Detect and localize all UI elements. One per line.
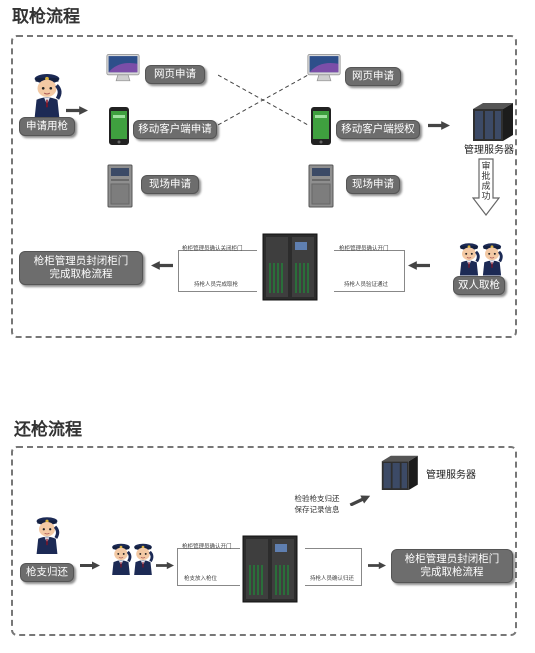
web-apply-left: 网页申请	[145, 65, 205, 84]
police-officer-icon	[478, 240, 506, 276]
mobile-auth-right: 移动客户端授权	[336, 120, 420, 139]
arrow-right-icon	[368, 561, 386, 570]
imac-icon	[307, 53, 341, 83]
verify-box: 检验枪支归还 保存记录信息	[289, 493, 345, 515]
return-note-right-bottom: 持枪人员确认归还	[310, 576, 355, 582]
down-arrow-icon	[472, 158, 500, 216]
gun-cabinet-icon	[262, 233, 318, 301]
kiosk-icon	[107, 164, 133, 208]
return-server-label: 管理服务器	[426, 470, 476, 481]
kiosk-icon	[308, 164, 334, 208]
return-close-line2: 完成取枪流程	[420, 566, 484, 578]
close-cabinet-box: 枪柜管理员封闭柜门 完成取枪流程	[19, 251, 143, 285]
note-right-top: 枪柜管理员确认开门	[339, 246, 389, 252]
cross-connector	[218, 74, 308, 126]
left-note-bracket	[178, 250, 257, 292]
note-right-bottom: 持枪人员验证通过	[344, 282, 389, 288]
note-left-bottom: 持枪人员完成取枪	[194, 282, 239, 288]
return-title: 还枪流程	[14, 420, 82, 439]
return-gun-label: 枪支归还	[20, 563, 74, 582]
right-note-bracket	[334, 250, 405, 292]
mobile-apply-left: 移动客户端申请	[133, 120, 217, 139]
apply-gun-label: 申请用枪	[19, 117, 75, 136]
arrow-right-icon	[66, 106, 88, 115]
phone-icon	[108, 106, 130, 146]
imac-icon	[106, 53, 140, 83]
withdraw-title: 取枪流程	[12, 7, 80, 26]
withdraw-panel	[11, 35, 517, 338]
note-left-top: 枪柜管理员确认关闭柜门	[182, 246, 243, 252]
arrow-left-icon	[408, 261, 430, 270]
return-close-cabinet-box: 枪柜管理员封闭柜门 完成取枪流程	[391, 549, 513, 583]
server-label: 管理服务器	[464, 145, 514, 156]
server-icon	[376, 454, 420, 490]
arrow-right-icon	[80, 561, 100, 570]
police-officer-icon	[129, 541, 157, 575]
close-cabinet-line2: 完成取枪流程	[49, 268, 113, 280]
arrow-right-icon	[156, 561, 174, 570]
verify-line2: 保存记录信息	[294, 505, 340, 514]
return-left-bracket	[177, 548, 240, 586]
two-person-label: 双人取枪	[453, 276, 505, 295]
return-right-bracket	[305, 548, 362, 586]
phone-icon	[310, 106, 332, 146]
return-note-left-top: 枪柜管理员确认开门	[182, 544, 232, 550]
police-officer-icon	[31, 510, 63, 558]
verify-line1: 检验枪支归还	[294, 494, 340, 503]
server-icon	[469, 101, 513, 141]
return-panel	[11, 446, 517, 636]
arrow-up-right-icon	[349, 494, 371, 506]
arrow-left-icon	[151, 261, 173, 270]
close-cabinet-line1: 枪柜管理员封闭柜门	[33, 255, 129, 267]
arrow-right-icon	[428, 121, 450, 130]
onsite-apply-right: 现场申请	[346, 175, 400, 194]
return-close-line1: 枪柜管理员封闭柜门	[404, 553, 500, 565]
gun-cabinet-icon	[242, 535, 298, 603]
police-officer-icon	[28, 70, 66, 118]
web-apply-right: 网页申请	[345, 67, 401, 86]
return-note-left-bottom: 枪支放入枪位	[184, 576, 218, 582]
approved-label: 审批成功	[481, 161, 491, 201]
onsite-apply-left: 现场申请	[141, 175, 199, 194]
